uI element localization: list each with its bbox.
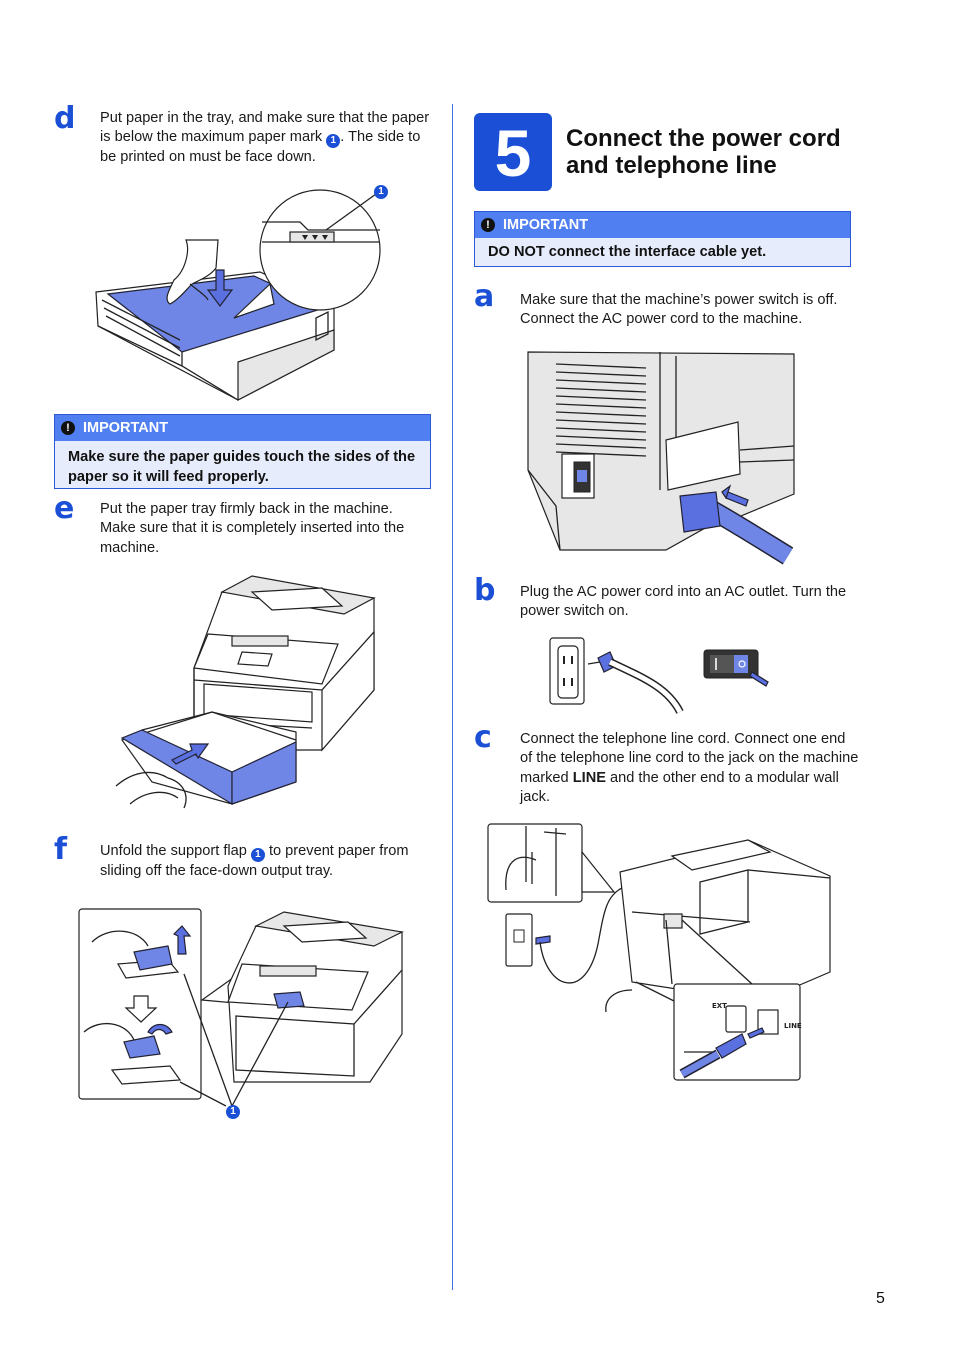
step-b-text: Plug the AC power cord into an AC outlet…	[520, 584, 847, 620]
fold-arrow-icon	[147, 1023, 173, 1035]
push-arrow-icon	[170, 743, 210, 765]
power-switch-off-icon	[573, 461, 591, 493]
step-f-text-before: Unfold the support flap	[100, 843, 251, 859]
step-d-text-before: Put paper in the tray, and make sure tha…	[100, 110, 430, 146]
important-heading-left: ! IMPORTANT	[55, 415, 430, 441]
important-heading-left-text: IMPORTANT	[83, 420, 169, 436]
ext-label: EXT.	[712, 1002, 729, 1010]
paper-mark-callout: 1	[326, 134, 341, 149]
flap-callout: 1	[226, 1105, 240, 1119]
step-d-text: Put paper in the tray, and make sure tha…	[100, 109, 430, 168]
step-c-line-word: LINE	[572, 769, 606, 786]
cord-hook-inset	[487, 823, 583, 903]
line-jack-inset: EXT. LINE	[673, 983, 802, 1081]
column-divider	[452, 104, 453, 1290]
power-switch-on-icon	[703, 649, 759, 679]
insert-arrow-icon	[206, 269, 234, 307]
important-box-right: ! IMPORTANT DO NOT connect the interface…	[474, 211, 851, 267]
unfold-arrow-icon	[172, 925, 192, 955]
section-title: Connect the power cord and telephone lin…	[566, 125, 841, 179]
step-c-text-after: and the other end to a modular wall jack…	[520, 769, 839, 806]
step-f-text: Unfold the support flap 1 to prevent pap…	[100, 842, 430, 881]
wall-jack	[505, 913, 533, 967]
exclamation-icon: !	[61, 421, 75, 435]
section-title-line2: and telephone line	[566, 152, 777, 179]
zoom-circle	[233, 189, 381, 319]
important-box-left: ! IMPORTANT Make sure the paper guides t…	[54, 414, 431, 489]
machine-tray-insert-illustration	[115, 575, 376, 809]
support-flap-illustration	[78, 908, 404, 1107]
step-a-letter: a	[474, 279, 495, 314]
section-title-line1: Connect the power cord	[566, 125, 841, 152]
outlet-and-switch-illustration	[549, 637, 769, 714]
step-e-letter: e	[54, 491, 75, 526]
wall-outlet	[549, 637, 585, 705]
step-c-text-before: Connect the telephone line cord. Connect…	[520, 731, 859, 786]
important-heading-right-text: IMPORTANT	[503, 217, 589, 233]
step-e-text: Put the paper tray firmly back in the ma…	[100, 501, 405, 556]
page-number: 5	[876, 1290, 885, 1307]
step-c-text: Connect the telephone line cord. Connect…	[520, 730, 860, 808]
section-number-badge: 5	[474, 113, 552, 191]
power-cord-machine-illustration	[527, 351, 795, 565]
step-f-text-after: to prevent paper from sliding off the fa…	[100, 843, 409, 879]
exclamation-icon: !	[481, 218, 495, 232]
tray-max-mark-callout: 1	[374, 185, 388, 199]
step-c-letter: c	[474, 720, 492, 755]
plug-in-arrow-icon	[721, 484, 749, 507]
plug-cord	[587, 651, 684, 714]
step-d-text-after: . The side to be printed on must be face…	[100, 129, 421, 166]
important-body-right: DO NOT connect the interface cable yet.	[488, 244, 767, 260]
line-label: LINE	[784, 1022, 802, 1030]
machine-rear	[605, 839, 831, 1013]
paper-tray-illustration	[95, 189, 381, 401]
step-a-text: Make sure that the machine’s power switc…	[520, 292, 838, 328]
telephone-line-illustration: EXT. LINE	[487, 823, 831, 1081]
power-cord-plug	[679, 491, 794, 565]
step-b-letter: b	[474, 573, 496, 608]
step-f-letter: f	[54, 832, 68, 867]
support-flap-callout: 1	[250, 848, 265, 862]
step-d-letter: d	[54, 101, 76, 136]
important-body-left: Make sure the paper guides touch the sid…	[68, 449, 416, 485]
important-heading-right: ! IMPORTANT	[475, 212, 850, 238]
